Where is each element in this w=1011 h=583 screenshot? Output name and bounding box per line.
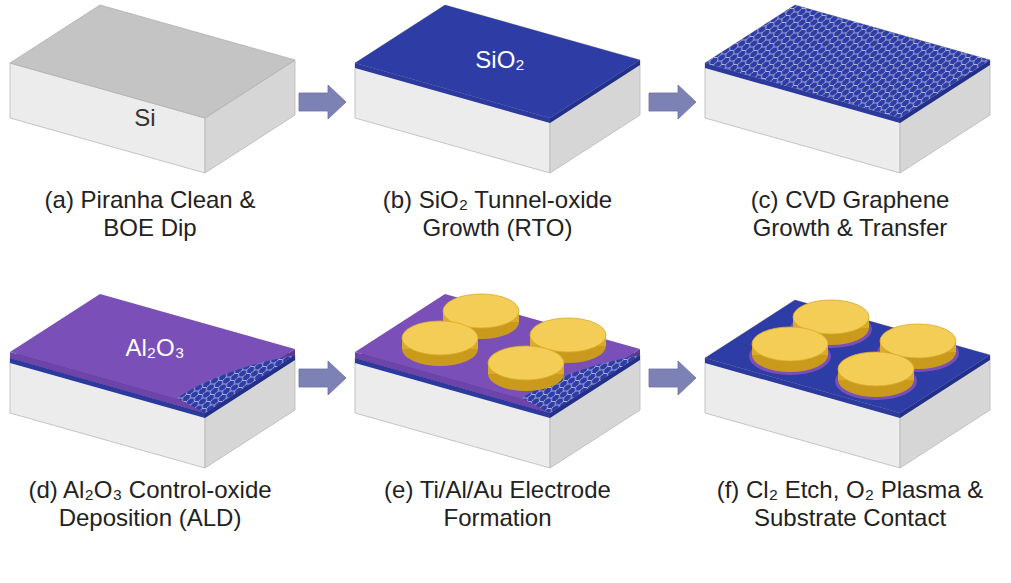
process-step: (c) CVD Graphene Growth & Transfer	[700, 0, 1000, 246]
flow-arrow	[649, 85, 696, 119]
process-step: Al₂O₃ (d) Al₂O₃ Control-oxide Deposition …	[5, 270, 295, 536]
material-label: Al₂O₃	[125, 335, 184, 361]
step-caption: (f) Cl₂ Etch, O₂ Plasma & Substrate Cont…	[705, 476, 995, 532]
step-caption: (b) SiO₂ Tunnel-oxide Growth (RTO)	[362, 186, 634, 242]
step-caption: (a) Piranha Clean & BOE Dip	[34, 186, 266, 242]
process-step: (e) Ti/Al/Au Electrode Formation	[350, 270, 645, 536]
process-step: (f) Cl₂ Etch, O₂ Plasma & Substrate Cont…	[700, 270, 1000, 536]
step-caption: (c) CVD Graphene Growth & Transfer	[730, 186, 970, 242]
step-caption: (e) Ti/Al/Au Electrode Formation	[362, 476, 634, 532]
process-step: SiO₂ (b) SiO₂ Tunnel-oxide Growth (RTO)	[350, 0, 645, 246]
material-label: SiO₂	[475, 47, 524, 73]
flow-arrow	[649, 361, 696, 395]
flow-arrow	[299, 361, 346, 395]
process-step: Si (a) Piranha Clean & BOE Dip	[5, 0, 295, 246]
flow-arrow	[299, 85, 346, 119]
material-label: Si	[134, 105, 155, 131]
step-caption: (d) Al₂O₃ Control-oxide Deposition (ALD)	[4, 476, 296, 532]
